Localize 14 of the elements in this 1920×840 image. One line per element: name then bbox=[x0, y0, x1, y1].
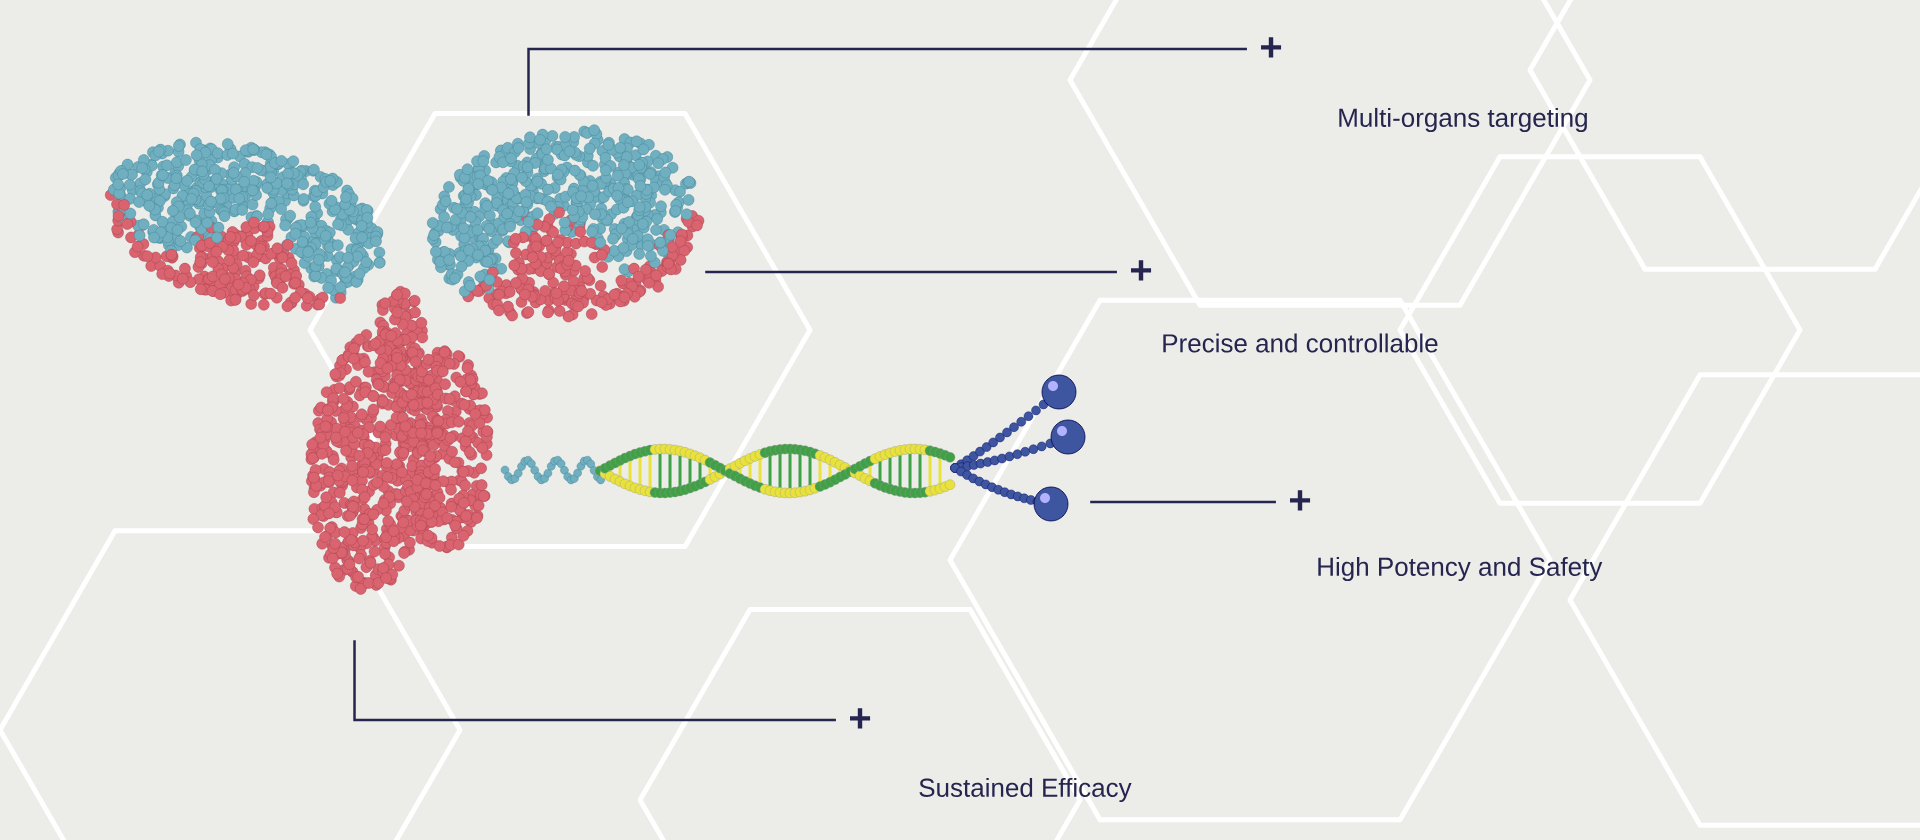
leader-line bbox=[353, 640, 836, 722]
plus-sign: + bbox=[850, 708, 871, 729]
leader-line bbox=[1090, 500, 1276, 504]
antibody-drawing bbox=[105, 124, 705, 595]
plus-sign: + bbox=[1131, 260, 1152, 281]
oligonucleotide-drawing bbox=[500, 374, 1086, 522]
plus-sign: + bbox=[1290, 490, 1311, 511]
plus-sign: + bbox=[1261, 37, 1282, 58]
leader-line bbox=[705, 270, 1117, 274]
feature-label: High Potency and Safety bbox=[1318, 556, 1603, 582]
feature-label: Multi-organs targeting bbox=[1339, 107, 1587, 133]
leader-line bbox=[527, 47, 1247, 116]
feature-label: Precise and controllable bbox=[1163, 333, 1438, 353]
feature-label: Sustained Efficacy bbox=[919, 777, 1132, 803]
